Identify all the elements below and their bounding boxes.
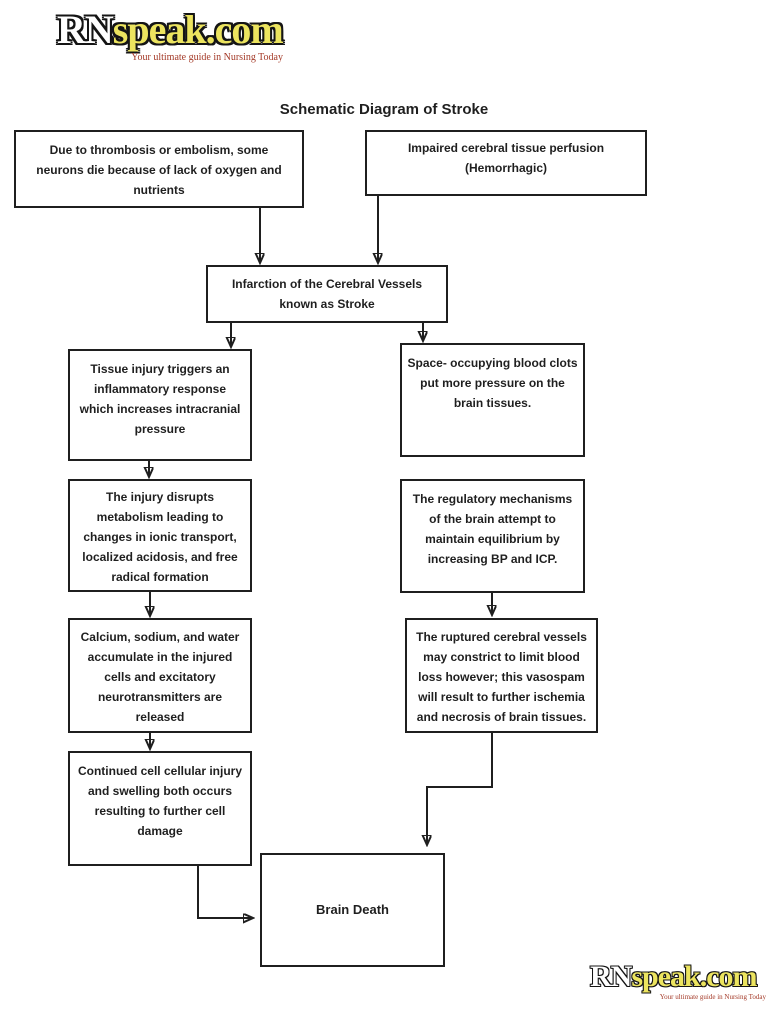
node-infarction-stroke: Infarction of the Cerebral Vessels known… xyxy=(206,265,448,323)
rnspeak-logo-header: RNspeak.com Your ultimate guide in Nursi… xyxy=(57,7,284,64)
diagram-title: Schematic Diagram of Stroke xyxy=(279,101,489,118)
connector-continued-to-brain-death xyxy=(197,866,253,918)
logo-rn-text: RN xyxy=(57,7,114,52)
node-thrombosis-embolism: Due to thrombosis or embolism, some neur… xyxy=(14,130,304,208)
node-impaired-perfusion: Impaired cerebral tissue perfusion (Hemo… xyxy=(365,130,647,196)
rnspeak-wordmark: RNspeak.com xyxy=(590,962,766,992)
node-regulatory-mechanisms: The regulatory mechanisms of the brain a… xyxy=(400,479,585,593)
connector-ruptured-to-brain-death xyxy=(427,733,493,845)
logo-speak-text: speak.com xyxy=(112,7,284,52)
rnspeak-wordmark: RNspeak.com xyxy=(57,7,284,52)
logo-tagline: Your ultimate guide in Nursing Today xyxy=(659,993,766,1001)
node-calcium-accumulation: Calcium, sodium, and water accumulate in… xyxy=(68,618,252,733)
logo-speak-text: speak.com xyxy=(631,960,757,993)
logo-rn-text: RN xyxy=(590,960,632,993)
logo-tagline: Your ultimate guide in Nursing Today xyxy=(131,52,283,63)
rnspeak-logo-footer: RNspeak.com Your ultimate guide in Nursi… xyxy=(590,962,766,1002)
node-tissue-injury: Tissue injury triggers an inflammatory r… xyxy=(68,349,252,461)
node-space-occupying-clots: Space- occupying blood clots put more pr… xyxy=(400,343,585,457)
node-brain-death: Brain Death xyxy=(260,853,445,967)
node-continued-cell-injury: Continued cell cellular injury and swell… xyxy=(68,751,252,866)
node-injury-disrupts-metabolism: The injury disrupts metabolism leading t… xyxy=(68,479,252,592)
node-ruptured-vessels: The ruptured cerebral vessels may constr… xyxy=(405,618,598,733)
